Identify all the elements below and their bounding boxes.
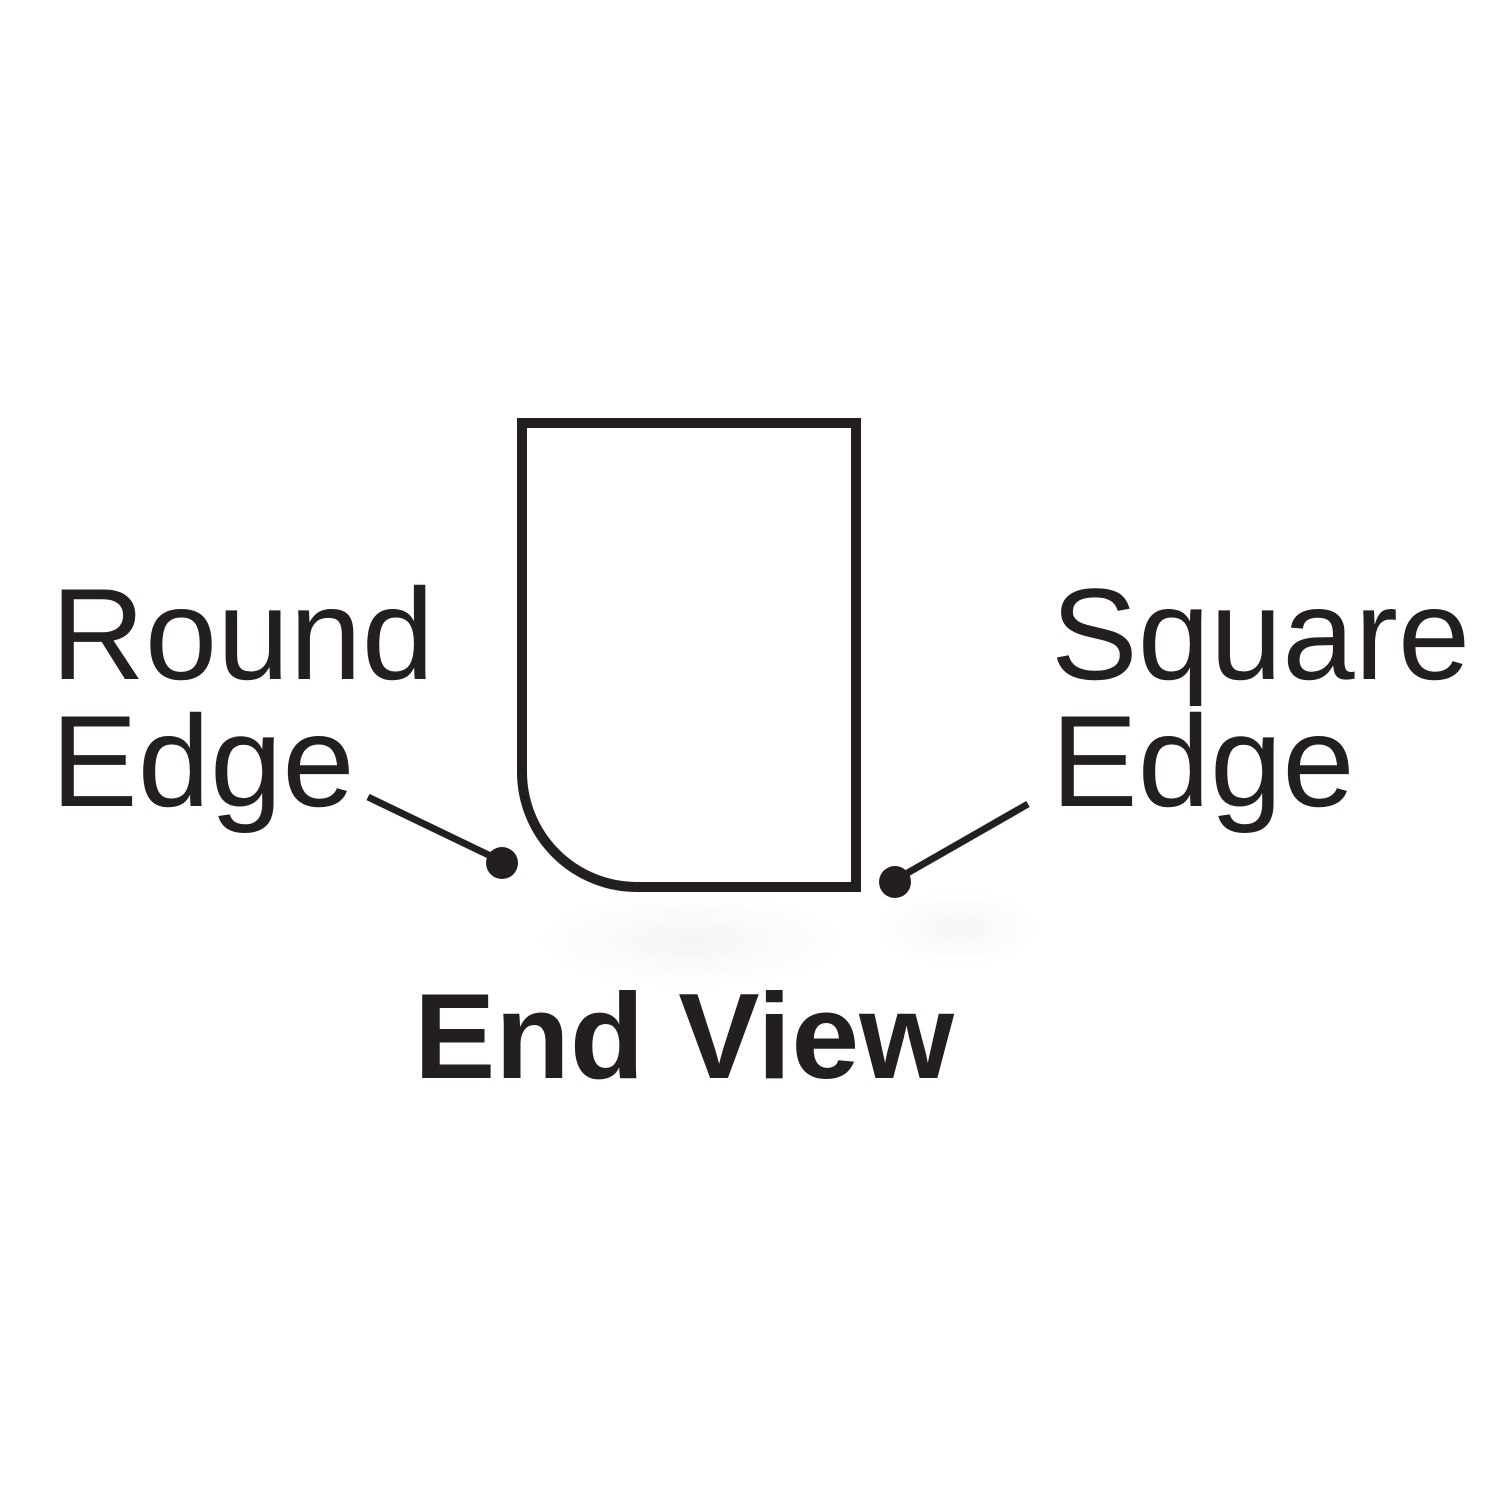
round-edge-label: Round Edge: [51, 561, 435, 834]
square-edge-callout: [879, 800, 1030, 898]
square-edge-leader-line: [895, 800, 1030, 883]
end-view-caption: End View: [413, 968, 955, 1104]
round-edge-dot: [486, 847, 518, 879]
board-end-profile-shape: [517, 418, 861, 892]
round-edge-callout: [366, 793, 518, 879]
square-edge-dot: [879, 866, 911, 898]
round-edge-label-line1: Round: [51, 561, 435, 707]
square-edge-label-line2: Edge: [1051, 688, 1355, 834]
square-edge-label: Square Edge: [1051, 561, 1471, 834]
square-edge-label-line1: Square: [1051, 561, 1471, 707]
round-edge-label-line2: Edge: [51, 688, 355, 834]
round-edge-leader-line: [366, 793, 501, 864]
